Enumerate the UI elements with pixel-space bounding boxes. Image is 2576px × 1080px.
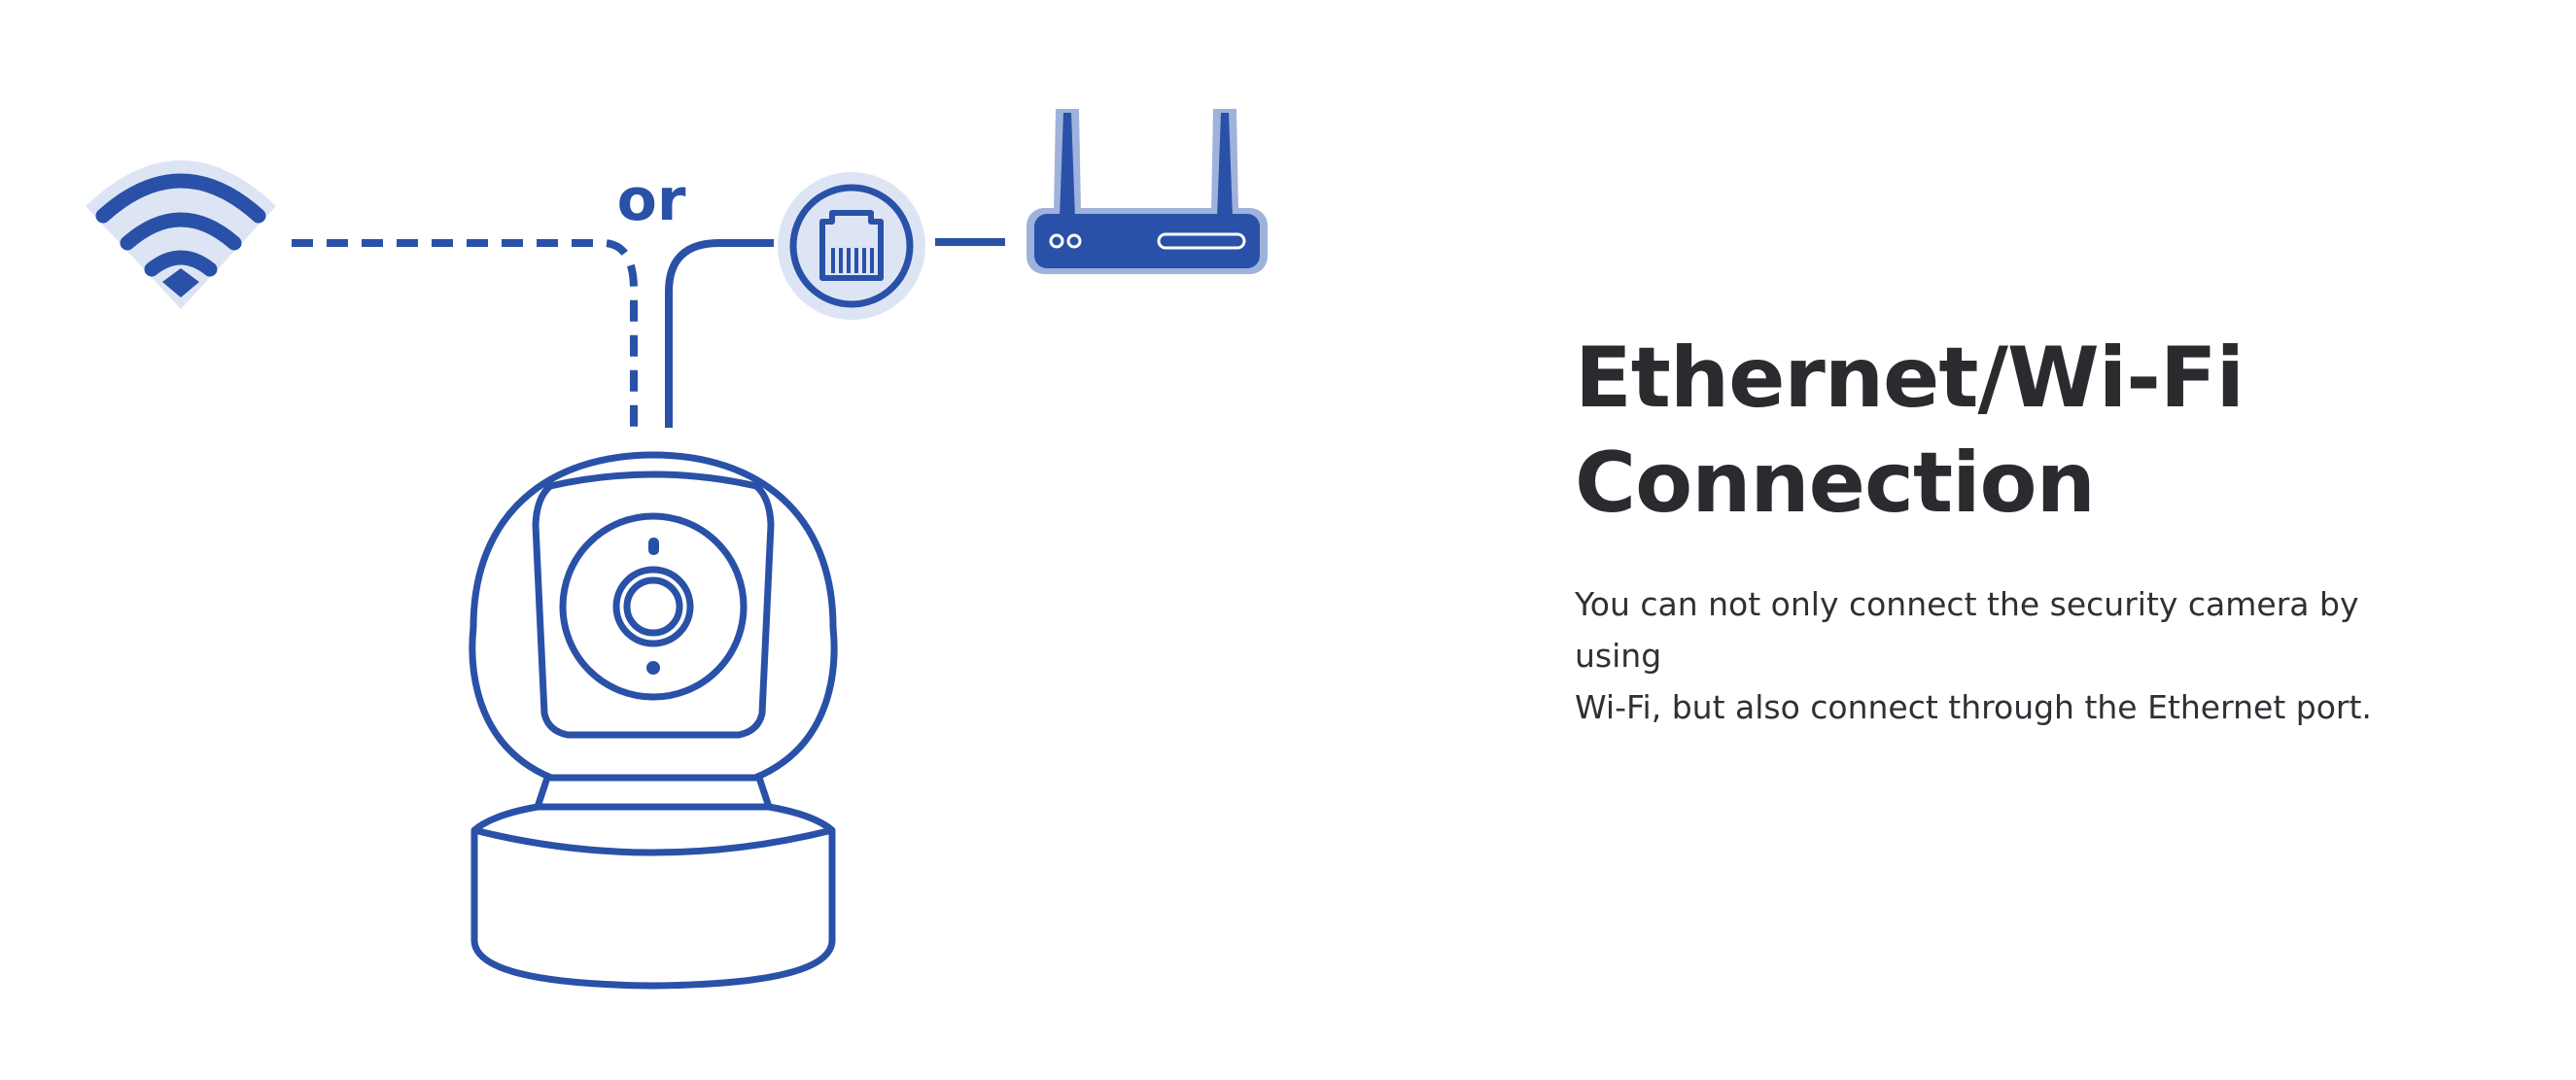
ethernet-cable xyxy=(665,239,774,428)
feature-description-line-2: Wi-Fi, but also connect through the Ethe… xyxy=(1575,688,2372,726)
connection-illustration: or xyxy=(86,109,1268,990)
security-camera-icon xyxy=(469,451,838,990)
or-label: or xyxy=(617,166,686,234)
camera-mic-dot xyxy=(646,661,660,675)
camera-sensor-dot xyxy=(648,538,659,555)
feature-title-line-2: Connection xyxy=(1575,435,2096,532)
feature-title: Ethernet/Wi-Fi Connection xyxy=(1575,326,2450,536)
feature-title-line-1: Ethernet/Wi-Fi xyxy=(1575,330,2245,427)
wifi-icon xyxy=(86,160,276,309)
feature-description-line-1: You can not only connect the security ca… xyxy=(1575,585,2359,675)
feature-description: You can not only connect the security ca… xyxy=(1575,578,2430,733)
router-icon xyxy=(1027,109,1268,274)
feature-text-block: Ethernet/Wi-Fi Connection You can not on… xyxy=(1575,326,2450,733)
wifi-dashed-line xyxy=(292,239,638,428)
ethernet-port-icon xyxy=(778,172,925,320)
